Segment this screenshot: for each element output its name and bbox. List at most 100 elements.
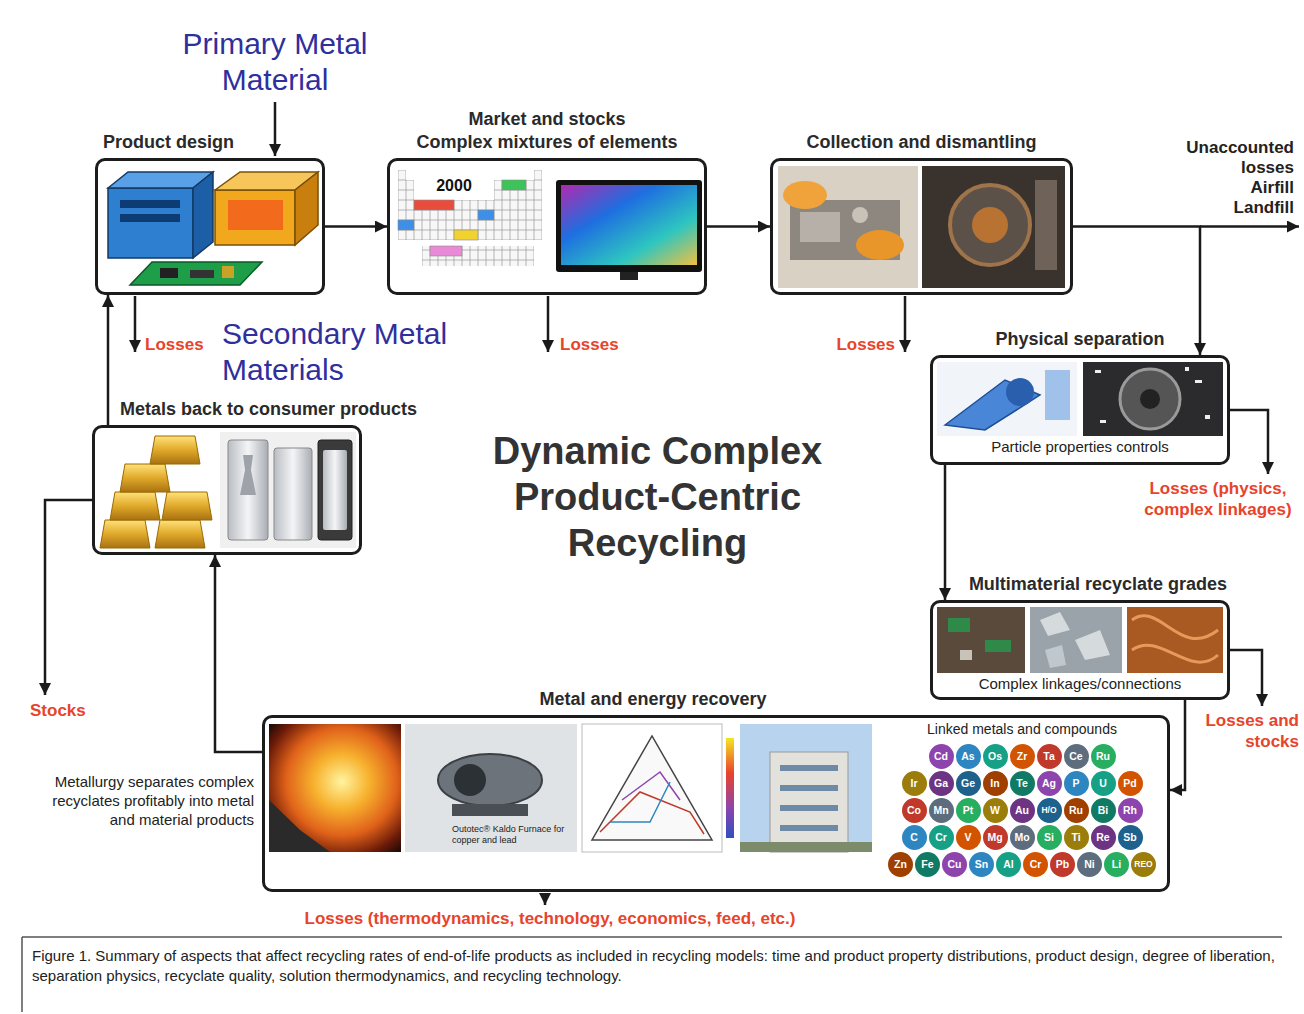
shredder-photo (1205, 415, 1210, 419)
television-illustration (556, 180, 702, 280)
phase-diagram (582, 724, 722, 852)
loss-arrow (547, 296, 550, 352)
shredder-photo (1083, 362, 1223, 436)
shredder-photo (1185, 367, 1189, 371)
element-symbol: Pt (963, 805, 974, 816)
copper-wire-photo (1127, 607, 1223, 673)
stage-heading: Product design (103, 131, 323, 153)
element-badge: Ga (929, 771, 954, 796)
phase-diagram (622, 772, 680, 800)
caption-rule (22, 937, 1282, 1012)
element-symbol: Fe (921, 859, 933, 870)
element-symbol: P (1072, 778, 1079, 789)
loss-arrow (45, 500, 92, 695)
scrap-photo (948, 618, 970, 632)
element-symbol: Al (1003, 859, 1014, 870)
phase-diagram (592, 736, 712, 840)
periodic-table-illustration (534, 170, 542, 180)
periodic-table-illustration (478, 210, 494, 220)
plant-photo (780, 805, 838, 811)
plant-photo (740, 842, 872, 852)
silver-bars-photo (228, 440, 268, 540)
dismantling-photo (778, 166, 918, 288)
stage-heading-slot: Physical separation (933, 328, 1227, 350)
element-symbol: Re (1096, 832, 1109, 843)
stage-caption: Particle properties controls (933, 438, 1227, 456)
loss-arrow (544, 893, 547, 905)
stage-caption-slot: Complex linkages/connections (933, 675, 1227, 693)
inflow-arrow (275, 102, 276, 156)
element-badge: REO (1131, 852, 1156, 877)
element-symbol: Li (1112, 859, 1121, 870)
element-symbol: Rh (1123, 805, 1137, 816)
stage-heading: Collection and dismantling (773, 131, 1070, 153)
loss-label: Losses and stocks (1199, 710, 1299, 752)
element-badge: Cr (929, 825, 954, 850)
silver-bars-photo (240, 455, 256, 495)
element-symbol: C (910, 832, 918, 843)
element-symbol: Ge (961, 778, 975, 789)
plant-photo (770, 752, 848, 852)
element-symbol: Pd (1123, 778, 1136, 789)
element-badge: In (983, 771, 1008, 796)
caption-rule (22, 937, 1282, 1012)
element-badge: Te (1010, 771, 1035, 796)
outflow-label-slot: Unaccounted losses Airfill Landfill (1186, 138, 1294, 218)
shredder-photo (1140, 389, 1160, 409)
element-symbol: W (990, 805, 1000, 816)
stage-heading-slot: Product design (103, 131, 323, 153)
loss-label-slot: Losses (thermodynamics, technology, econ… (180, 908, 920, 929)
photo-credit-slot: Outotec® Kaldo Furnace for copper and le… (452, 824, 576, 846)
silver-bars-photo (323, 450, 347, 530)
element-symbol: Sn (975, 859, 988, 870)
plant-photo (740, 724, 872, 852)
computer-illustration (108, 188, 193, 258)
element-badge: Pb (1050, 852, 1075, 877)
element-badge: Ru (1064, 798, 1089, 823)
element-badge: Ti (1064, 825, 1089, 850)
element-badge: Co (902, 798, 927, 823)
stage-heading: Metals back to consumer products (120, 398, 460, 420)
outflow-label: Unaccounted losses Airfill Landfill (1186, 138, 1294, 218)
metal-chips-photo (1030, 607, 1122, 673)
separator-photo (1006, 378, 1034, 406)
element-badge: Pt (956, 798, 981, 823)
element-symbol: Ru (1096, 751, 1110, 762)
loss-label: Losses (physics, complex linkages) (1136, 478, 1300, 520)
copper-wire-photo (1127, 607, 1223, 673)
furnace-photo (438, 754, 542, 806)
center-title: Dynamic Complex Product-Centric Recyclin… (455, 428, 860, 566)
flow-arrow (325, 225, 387, 228)
stage-box: Market and stocksComplex mixtures of ele… (387, 158, 707, 295)
periodic-table-illustration (398, 170, 542, 266)
element-badge: Fe (915, 852, 940, 877)
dismantling-photo (852, 207, 868, 223)
element-symbol: Pb (1056, 859, 1069, 870)
year-label-slot: 2000 (414, 176, 494, 196)
loss-label-slot: Losses (815, 334, 895, 355)
device-illustration (228, 200, 283, 230)
year-label: 2000 (414, 176, 494, 196)
dismantling-photo (856, 230, 904, 260)
computer-illustration (193, 172, 213, 258)
engine-photo (922, 166, 1065, 288)
engine-photo (1035, 180, 1057, 270)
element-badge: Ta (1037, 744, 1062, 769)
stock-label-slot: Stocks (30, 700, 120, 721)
shredder-photo (1120, 369, 1180, 429)
element-symbol: V (964, 832, 971, 843)
stage-box: Physical separationParticle properties c… (930, 355, 1230, 465)
element-badge: Cu (942, 852, 967, 877)
molten-metal-photo (269, 800, 330, 852)
input-label: Primary Metal Material (150, 26, 400, 98)
input-label-slot: Primary Metal Material (150, 26, 400, 98)
element-badge: U (1091, 771, 1116, 796)
inflow-arrow (274, 102, 277, 156)
element-symbol: Ga (934, 778, 948, 789)
element-symbol: Cd (934, 751, 948, 762)
element-badge: Cd (929, 744, 954, 769)
loss-label-slot: Losses and stocks (1199, 710, 1299, 752)
element-badge: V (956, 825, 981, 850)
loss-label-slot: Losses (physics, complex linkages) (1136, 478, 1300, 520)
